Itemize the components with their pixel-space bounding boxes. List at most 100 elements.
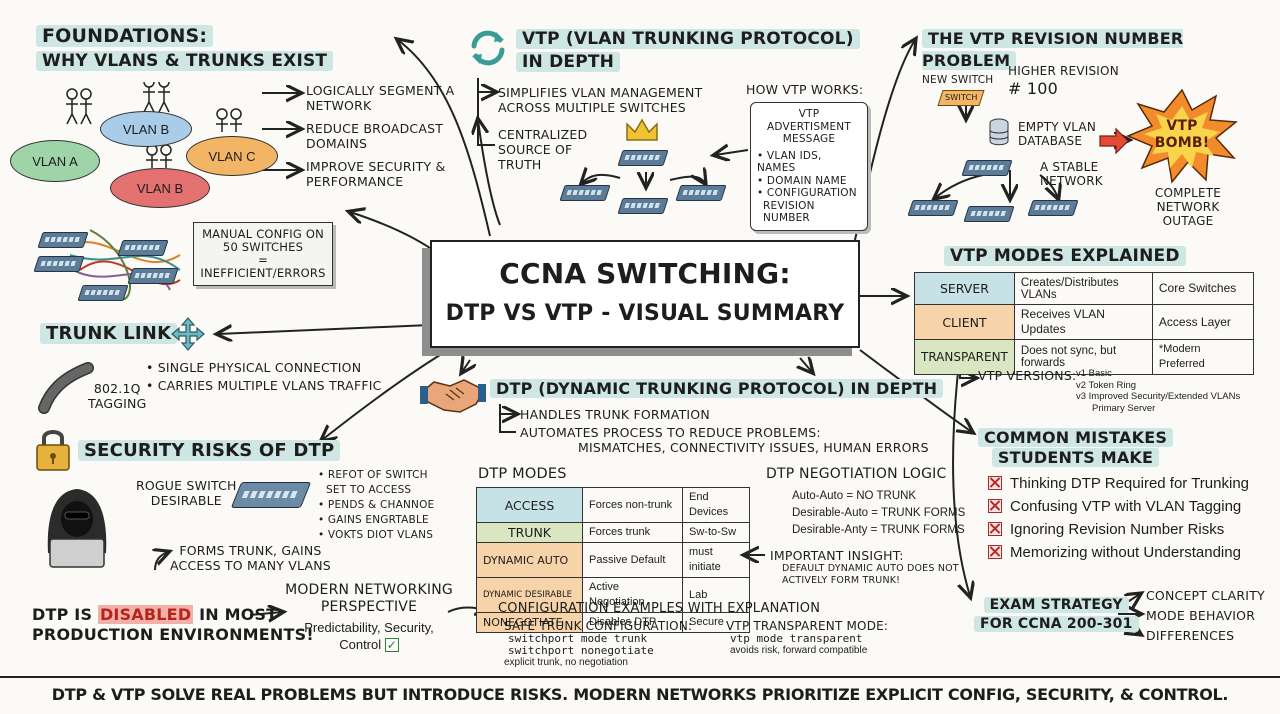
- rogue-label-line: DESIRABLE: [150, 493, 222, 508]
- empty-db-line: EMPTY VLAN: [1018, 120, 1097, 134]
- dtp-desc-cell: Active Negotiation: [582, 577, 683, 613]
- disabled-word: DISABLED: [97, 605, 194, 624]
- security-bullet: • PENDS & CHANNOE: [318, 499, 435, 511]
- exam-title: EXAM STRATEGY FOR CCNA 200-301: [974, 596, 1139, 634]
- vtp-bomb-text: VTP BOMB!: [1150, 118, 1214, 152]
- exam-title-line: EXAM STRATEGY: [983, 597, 1129, 613]
- vtp-config-cmd: vtp mode transparent: [730, 632, 863, 645]
- revision-title: THE VTP REVISION NUMBER PROBLEM: [922, 28, 1280, 72]
- new-switch-label: NEW SWITCH: [922, 74, 994, 86]
- foundations-bullets: LOGICALLY SEGMENT A NETWORK REDUCE BROAD…: [306, 83, 456, 189]
- security-bullet: • VOKTS DIOT VLANs: [318, 529, 434, 541]
- vtp-modes-title-text: VTP MODES EXPLAINED: [944, 246, 1186, 266]
- manual-config-note: MANUAL CONFIG ON 50 SWITCHES = INEFFICIE…: [193, 222, 333, 286]
- modern-text-line: Predictability, Security,: [304, 620, 434, 635]
- forms-trunk-line: FORMS TRUNK, GAINS: [179, 543, 322, 558]
- stable-line: A STABLE: [1040, 160, 1099, 174]
- vtp-bullet-line: SIMPLIFIES VLAN MANAGEMENT: [498, 85, 703, 100]
- outage-line: NETWORK: [1156, 200, 1220, 214]
- dtp-logic-list: Auto-Auto = NO TRUNK Desirable-Auto = TR…: [792, 488, 965, 539]
- vlan-people-group: [24, 76, 264, 202]
- forms-trunk-text: FORMS TRUNK, GAINS ACCESS TO MANY VLANs: [170, 543, 331, 573]
- manual-note-line: =: [258, 253, 268, 267]
- rogue-switch-label: ROGUE SWITCH DESIRABLE: [136, 478, 237, 508]
- dtp-logic-line: Desirable-Auto = TRUNK FORMS: [792, 507, 966, 519]
- exam-item: CONCEPT CLARITY: [1146, 588, 1265, 603]
- dtp-desc-cell: Disables DTP: [582, 612, 683, 633]
- vtp-use-cell: Core Switches: [1151, 272, 1255, 305]
- foundations-title: FOUNDATIONS: WHY VLANs & TRUNKS EXIST: [36, 25, 334, 72]
- vlan-b2-label: VLAN B: [136, 180, 184, 196]
- move-arrows-icon: [171, 317, 205, 351]
- manual-note-line: MANUAL CONFIG ON: [202, 227, 324, 241]
- cable-icon: [38, 362, 94, 414]
- higher-line: HIGHER REVISION: [1008, 64, 1119, 78]
- vtp-mode-cell: CLIENT: [914, 304, 1015, 340]
- outage-line: OUTAGE: [1162, 214, 1214, 228]
- trunk-bullet: • SINGLE PHYSICAL CONNECTION: [146, 360, 362, 375]
- disabled-pre: DTP IS: [32, 605, 98, 624]
- foundations-bullet: IMPROVE SECURITY & PERFORMANCE: [306, 159, 446, 189]
- config-title: CONFIGURATION EXAMPLES WITH EXPLANATION: [498, 601, 821, 616]
- switch-icon: [77, 285, 129, 301]
- dtp-use-cell: must initiate: [682, 542, 750, 578]
- exam-title-line: FOR CCNA 200-301: [974, 616, 1139, 632]
- vtp-config-note: avoids risk, forward compatible: [730, 645, 868, 656]
- explosion-icon: [1126, 88, 1238, 184]
- red-arrow-icon: [1099, 127, 1129, 155]
- security-bullet: • REFOT OF SWITCH: [318, 469, 428, 481]
- vtp-use-cell: Access Layer: [1151, 304, 1255, 340]
- switch-icon: [127, 268, 179, 284]
- dtp-desc-cell: Forces non-trunk: [582, 487, 683, 523]
- modern-title-line: MODERN NETWORKING: [285, 582, 453, 598]
- list-item: Ignoring Revision Number Risks: [988, 518, 1249, 541]
- mistake-text: Confusing VTP with VLAN Tagging: [1010, 498, 1242, 515]
- modern-title-line: PERSPECTIVE: [320, 599, 418, 615]
- vtp-desc-cell: Does not sync, but forwards: [1013, 339, 1153, 375]
- x-mark-icon: [988, 545, 1002, 559]
- exam-item: MODE BEHAVIOR: [1146, 608, 1256, 623]
- vlan-b-blob: VLAN B: [100, 111, 192, 147]
- disabled-line2: PRODUCTION ENVIRONMENTS!: [32, 625, 314, 644]
- checkbox-icon: ✓: [384, 638, 399, 652]
- bomb-line: VTP: [1166, 118, 1198, 134]
- refresh-icon: [471, 30, 505, 66]
- dtp-bullet: HANDLES TRUNK FORMATION: [520, 407, 710, 422]
- dtp-title-text: DTP (DYNAMIC TRUNKING PROTOCOL) IN DEPTH: [490, 379, 944, 398]
- exam-item: DIFFERENCES: [1146, 628, 1235, 643]
- vtp-message-card: VTP ADVERTISMENT MESSAGE • VLAN IDs, NAM…: [750, 102, 868, 231]
- vlan-c-blob: VLAN C: [186, 136, 278, 176]
- vtp-transparent-config: VTP TRANSPARENT MODE: vtp mode transpare…: [726, 619, 888, 657]
- database-icon: [989, 118, 1009, 146]
- vtp-bullet-line: ACROSS MULTIPLE SWITCHES: [498, 100, 686, 115]
- switch-tag: SWITCH: [944, 93, 978, 102]
- safe-trunk-config: SAFE TRUNK CONFIGURATION: switchport mod…: [504, 619, 692, 669]
- vtp-versions-list: v1 Basic v2 Token Ring v3 Improved Secur…: [1076, 368, 1240, 414]
- switch-icon: [963, 206, 1015, 222]
- dtp-bullet: AUTOMATES PROCESS TO REDUCE PROBLEMS:: [520, 425, 821, 440]
- switch-icon: [961, 160, 1013, 176]
- footer-summary: DTP & VTP SOLVE REAL PROBLEMS BUT INTROD…: [51, 685, 1229, 704]
- dtp-modes-title: DTP MODES: [478, 466, 567, 482]
- vtp-bullet-line: TRUTH: [498, 157, 542, 172]
- vtp-mode-cell: SERVER: [914, 272, 1015, 305]
- list-item: Confusing VTP with VLAN Tagging: [988, 495, 1249, 518]
- foundations-bullet: LOGICALLY SEGMENT A NETWORK: [306, 83, 455, 113]
- vtp-bullets: SIMPLIFIES VLAN MANAGEMENT ACROSS MULTIP…: [498, 85, 702, 172]
- dtp-mode-cell: NONEGOTIATE: [476, 612, 583, 633]
- switch-icon: [37, 232, 89, 248]
- x-mark-icon: [988, 476, 1002, 490]
- trunk-bullet: • CARRIES MULTIPLE VLANs TRAFFIC: [146, 378, 382, 393]
- crown-icon: [626, 118, 658, 141]
- vtp-title-line1: VTP (VLAN TRUNKING PROTOCOL): [516, 29, 860, 49]
- empty-db-line: DATABASE: [1018, 134, 1083, 148]
- vtp-version: Primary Server: [1092, 402, 1156, 414]
- dtp-mode-cell: TRUNK: [476, 522, 583, 543]
- security-title-text: SECURITY RISKS OF DTP: [78, 440, 341, 461]
- safe-config-note: explicit trunk, no negotiation: [504, 657, 628, 668]
- modern-perspective: MODERN NETWORKING PERSPECTIVE Predictabi…: [284, 582, 454, 653]
- switch-icon: [117, 240, 169, 256]
